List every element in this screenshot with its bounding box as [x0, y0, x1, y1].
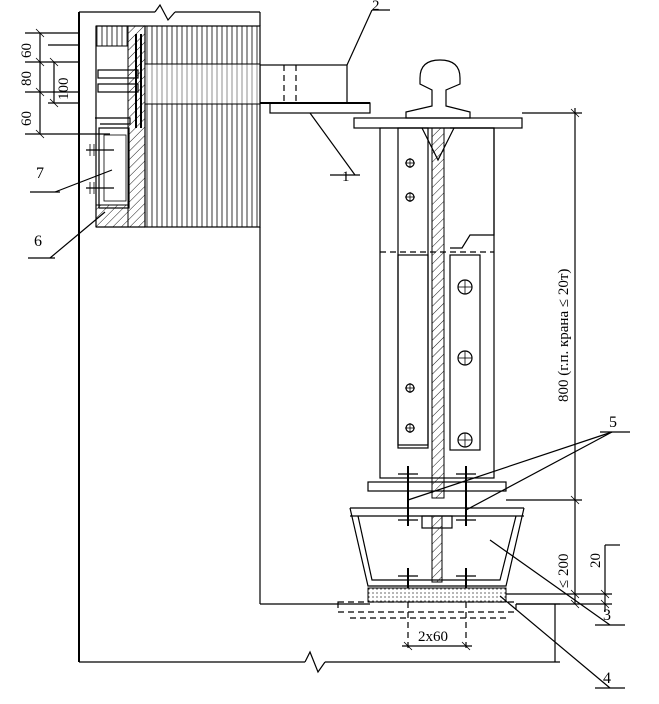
support-console — [337, 466, 560, 662]
dim-60-top: 60 — [19, 43, 35, 58]
dim-100: 100 — [56, 78, 72, 101]
callout-1: 1 — [342, 169, 350, 185]
fastening-clip — [86, 117, 131, 209]
callout-5: 5 — [609, 414, 617, 431]
column-outline — [78, 3, 560, 674]
callout-2: 2 — [372, 0, 380, 14]
walkway-plate — [259, 64, 371, 114]
anchor-bolts — [398, 466, 476, 588]
dim-800: 800 (г.п. крана ≤ 20т) — [556, 269, 572, 402]
callout-6: 6 — [34, 233, 42, 250]
dim-80: 80 — [19, 71, 35, 86]
dim-le-200: ≤ 200 — [556, 554, 572, 588]
dim-2x60: 2х60 — [418, 629, 448, 645]
callout-4: 4 — [603, 670, 611, 687]
callout-3: 3 — [603, 607, 611, 624]
right-dimension-chain — [402, 108, 620, 651]
leader-lines — [28, 9, 630, 689]
crane-beam — [353, 59, 523, 499]
left-dimension-chain — [25, 28, 110, 139]
dim-20: 20 — [588, 553, 604, 568]
upper-wall-section — [95, 25, 261, 228]
callout-7: 7 — [36, 165, 44, 182]
dim-60-bottom: 60 — [19, 111, 35, 126]
